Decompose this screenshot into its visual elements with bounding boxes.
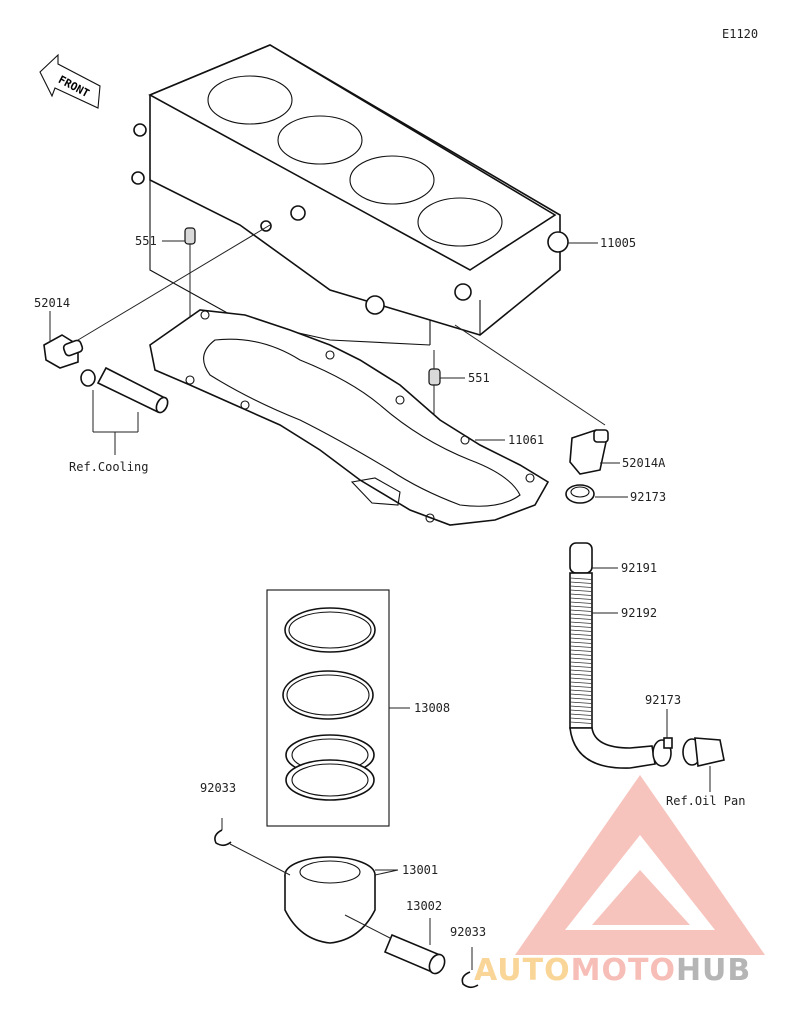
callout-11061: 11061 [508, 433, 545, 447]
callout-92173-lower: 92173 [645, 693, 682, 707]
hose-rib [569, 609, 593, 612]
hose-rib [569, 717, 593, 720]
front-label: FRONT [56, 73, 92, 100]
oil-hose [569, 542, 656, 769]
hose-rib [569, 633, 593, 636]
hose-rib [569, 709, 593, 712]
fitting-52014a [454, 324, 609, 475]
callout-92192: 92192 [621, 606, 658, 620]
callout-551-upper: 551 [135, 234, 157, 248]
watermark-text: AUTOMOTOHUB [474, 953, 752, 988]
hose-rib [569, 613, 593, 616]
hose-rib [569, 701, 593, 704]
hose-rib [569, 653, 593, 656]
callout-92033-left: 92033 [200, 781, 237, 795]
callout-551-lower: 551 [468, 371, 490, 385]
hose-rib [569, 625, 593, 628]
hose-rib [569, 581, 593, 584]
cooling-hose [80, 366, 169, 455]
ref-cooling: Ref.Cooling [69, 460, 149, 474]
hose-rib [569, 641, 593, 644]
hose-rib [569, 617, 593, 620]
callout-92191: 92191 [621, 561, 658, 575]
diagram-code: E1120 [722, 27, 759, 41]
watermark-logo [515, 775, 765, 955]
hose-rib [569, 685, 593, 688]
hose-rib [569, 637, 593, 640]
hose-rib [569, 645, 593, 648]
callout-13001: 13001 [402, 863, 439, 877]
hose-rib [569, 621, 593, 624]
hose-clamp-92173-lower [652, 737, 673, 767]
hose-rib [569, 673, 593, 676]
hose-rib [569, 593, 593, 596]
callout-92033-right: 92033 [450, 925, 487, 939]
hose-rib [569, 669, 593, 672]
callout-52014: 52014 [34, 296, 71, 310]
hose-rib [569, 705, 593, 708]
hose-rib [569, 585, 593, 588]
callout-13002: 13002 [406, 899, 443, 913]
hose-rib [569, 693, 593, 696]
hose-rib [569, 713, 593, 716]
callout-92173-upper: 92173 [630, 490, 667, 504]
hose-rib [569, 721, 593, 724]
front-arrow: FRONT [39, 53, 101, 109]
leader-lines [49, 240, 668, 871]
hose-rib [569, 689, 593, 692]
hose-rib [569, 577, 593, 580]
head-gasket [149, 309, 550, 526]
hose-rib [569, 649, 593, 652]
hose-rib [569, 601, 593, 604]
fitting-oil-pan [682, 737, 725, 792]
hose-rib [569, 657, 593, 660]
callout-13008: 13008 [414, 701, 451, 715]
hose-rib [569, 677, 593, 680]
hose-rib [569, 597, 593, 600]
hose-clamp-92173-upper [565, 484, 595, 504]
cylinder-block [131, 44, 569, 346]
snap-ring-92033-right [461, 947, 479, 989]
piston [284, 856, 399, 944]
hose-rib [569, 605, 593, 608]
hose-rib [569, 629, 593, 632]
callout-52014a: 52014A [622, 456, 666, 470]
snap-ring-92033-left [214, 818, 291, 876]
hose-rib [569, 697, 593, 700]
callout-11005: 11005 [600, 236, 637, 250]
hose-rib [569, 589, 593, 592]
ref-oil-pan: Ref.Oil Pan [666, 794, 746, 808]
piston-ring-set [266, 589, 410, 827]
hose-rib [569, 661, 593, 664]
piston-pin [344, 914, 446, 975]
hose-rib [569, 681, 593, 684]
hose-rib [569, 665, 593, 668]
dowel-pin-551-upper [184, 227, 196, 330]
fitting-52014 [43, 224, 271, 369]
